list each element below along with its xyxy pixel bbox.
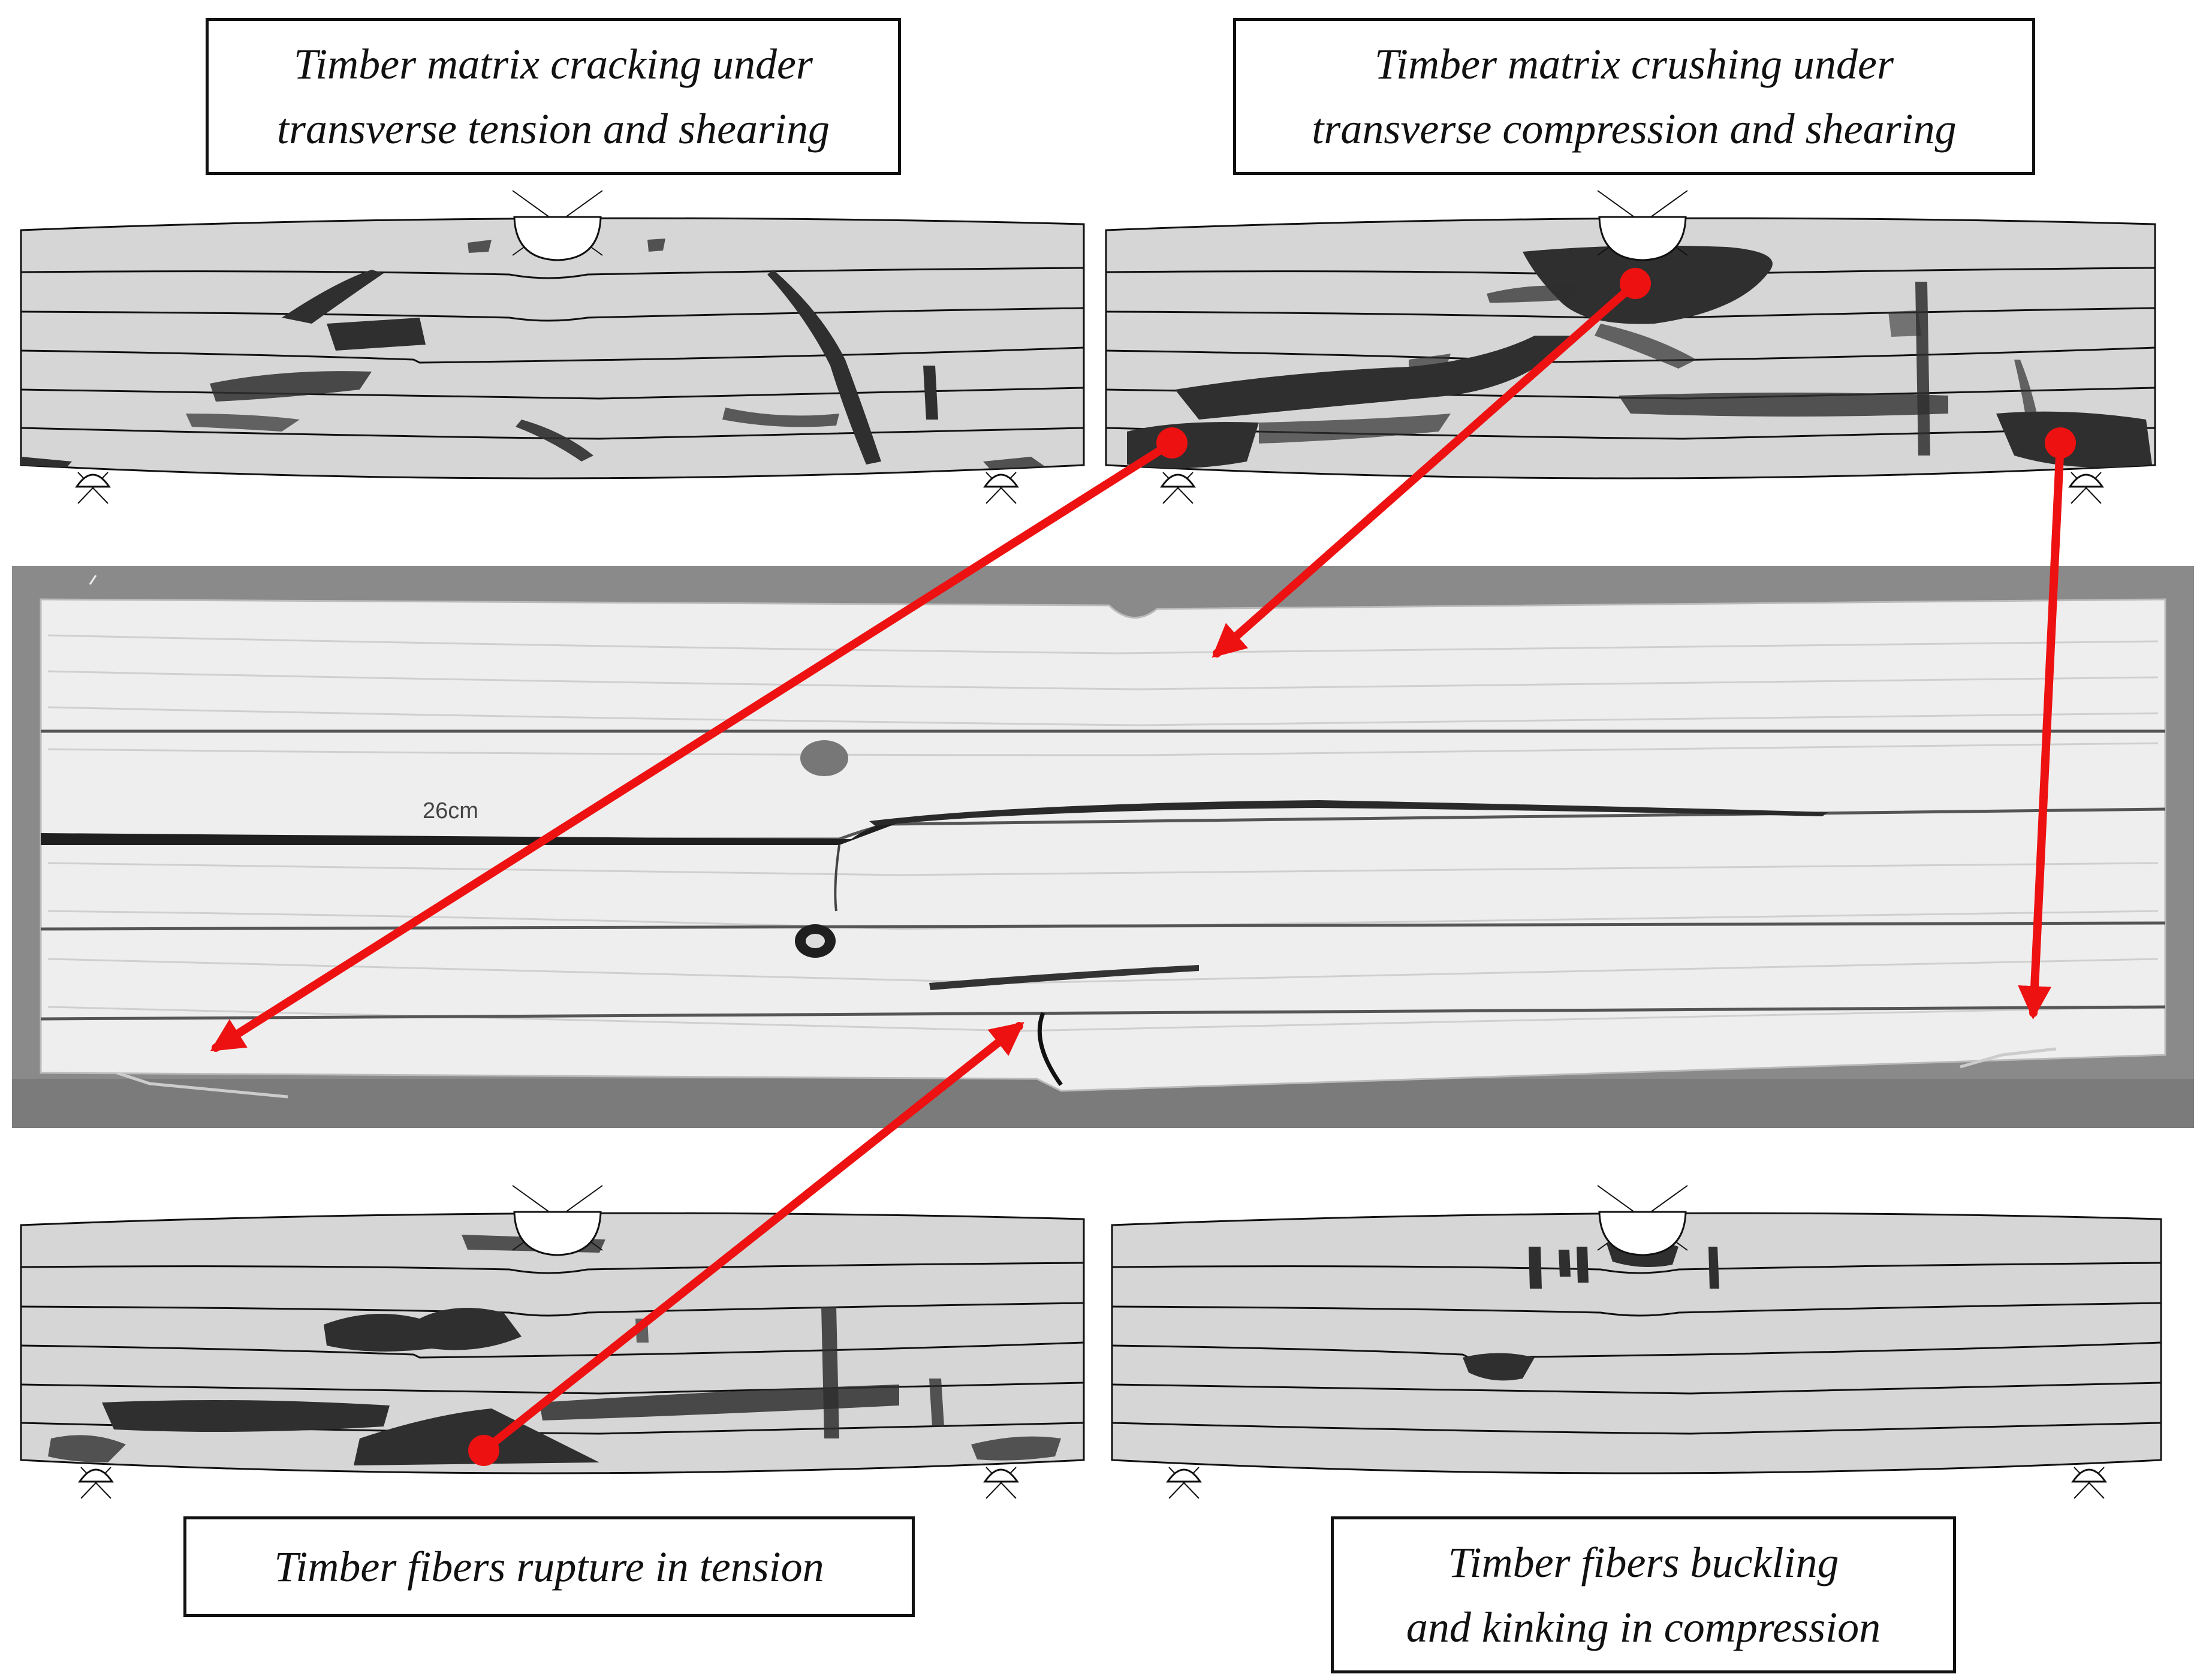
beam-tension-shear-damage	[20, 190, 1085, 504]
label-fiber-buckling-line2: and kinking in compression	[1406, 1603, 1881, 1651]
label-fiber-buckling-line1: Timber fibers buckling	[1448, 1539, 1839, 1587]
label-matrix-crushing: Timber matrix crushing under transverse …	[1233, 18, 2035, 175]
label-matrix-crushing-line1: Timber matrix crushing under	[1374, 40, 1894, 88]
damage-pattern	[1127, 245, 2152, 469]
beam-fiber-buckling-damage	[1111, 1185, 2162, 1499]
label-matrix-cracking-line2: transverse tension and shearing	[277, 105, 830, 153]
arrow-crushing-to-load-point	[1212, 279, 1640, 658]
label-fiber-rupture: Timber fibers rupture in tension	[183, 1516, 915, 1617]
beam-fiber-tension-damage	[20, 1185, 1085, 1499]
correlation-arrows	[210, 279, 2065, 1455]
arrow-crushing-to-right-support	[2018, 439, 2065, 1020]
label-matrix-crushing-line2: transverse compression and shearing	[1312, 105, 1957, 153]
photo-marking: 26cm	[423, 798, 478, 824]
arrow-crushing-to-left-support	[210, 439, 1176, 1052]
label-matrix-cracking-line1: Timber matrix cracking under	[294, 40, 813, 88]
label-fiber-buckling: Timber fibers buckling and kinking in co…	[1331, 1516, 1956, 1673]
label-fiber-rupture-line1: Timber fibers rupture in tension	[274, 1543, 824, 1591]
arrow-rupture-to-tension-crack	[480, 1022, 1024, 1455]
arrow-origin-dots	[468, 268, 2076, 1466]
beam-compression-shear-damage	[1105, 190, 2156, 504]
failed-beam-photo: 26cm	[12, 566, 2194, 1128]
label-matrix-cracking: Timber matrix cracking under transverse …	[206, 18, 901, 175]
